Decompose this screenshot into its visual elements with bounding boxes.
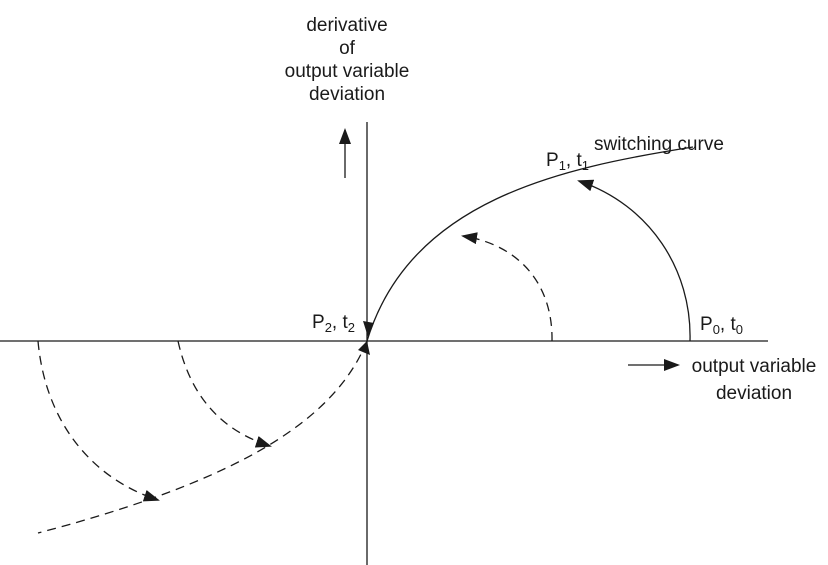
trajectory-dashed-lower-outer [37,340,160,502]
switching-curve-label: switching curve [594,134,724,155]
trajectory-dashed-upper [461,232,553,342]
p0-time-subscript: 0 [735,322,743,337]
p0-name: P [700,314,713,335]
p0-time: t [730,314,736,335]
switching-curve [366,146,694,342]
trajectory-p0-p1 [577,179,691,342]
x-axis-label-line-1: output variable [691,356,817,377]
p2-time-subscript: 2 [347,320,355,335]
point-p0-label: P0, t0 [700,313,743,337]
trajectory-dashed-lower-inner [177,340,272,448]
p2-name: P [312,312,325,333]
p0-sep: , [719,314,731,335]
p2-time: t [342,312,348,333]
arrow-at-p2-lower [358,341,370,355]
y-axis-label-line-4: deviation [308,84,386,105]
switching-curve-lower-branch [37,340,368,534]
y-axis-label-line-3: output variable [284,61,410,82]
p1-time-subscript: 1 [581,158,589,173]
y-axis-label-line-1: derivative [306,15,388,36]
y-axis-label-line-2: of [339,38,355,59]
x-axis-label: output variable deviation [680,355,828,405]
p1-subscript: 1 [558,158,566,173]
p2-sep: , [331,312,343,333]
point-p1-label: P1, t1 [546,149,589,173]
y-axis-label: derivative of output variable deviation [262,14,432,106]
x-axis-label-line-2: deviation [715,383,793,404]
point-p2-label: P2, t2 [312,311,355,335]
p1-name: P [546,150,559,171]
arrow-at-p2-upper [363,321,374,337]
p1-time: t [576,150,582,171]
p0-subscript: 0 [712,322,720,337]
p1-sep: , [565,150,577,171]
p2-subscript: 2 [324,320,332,335]
